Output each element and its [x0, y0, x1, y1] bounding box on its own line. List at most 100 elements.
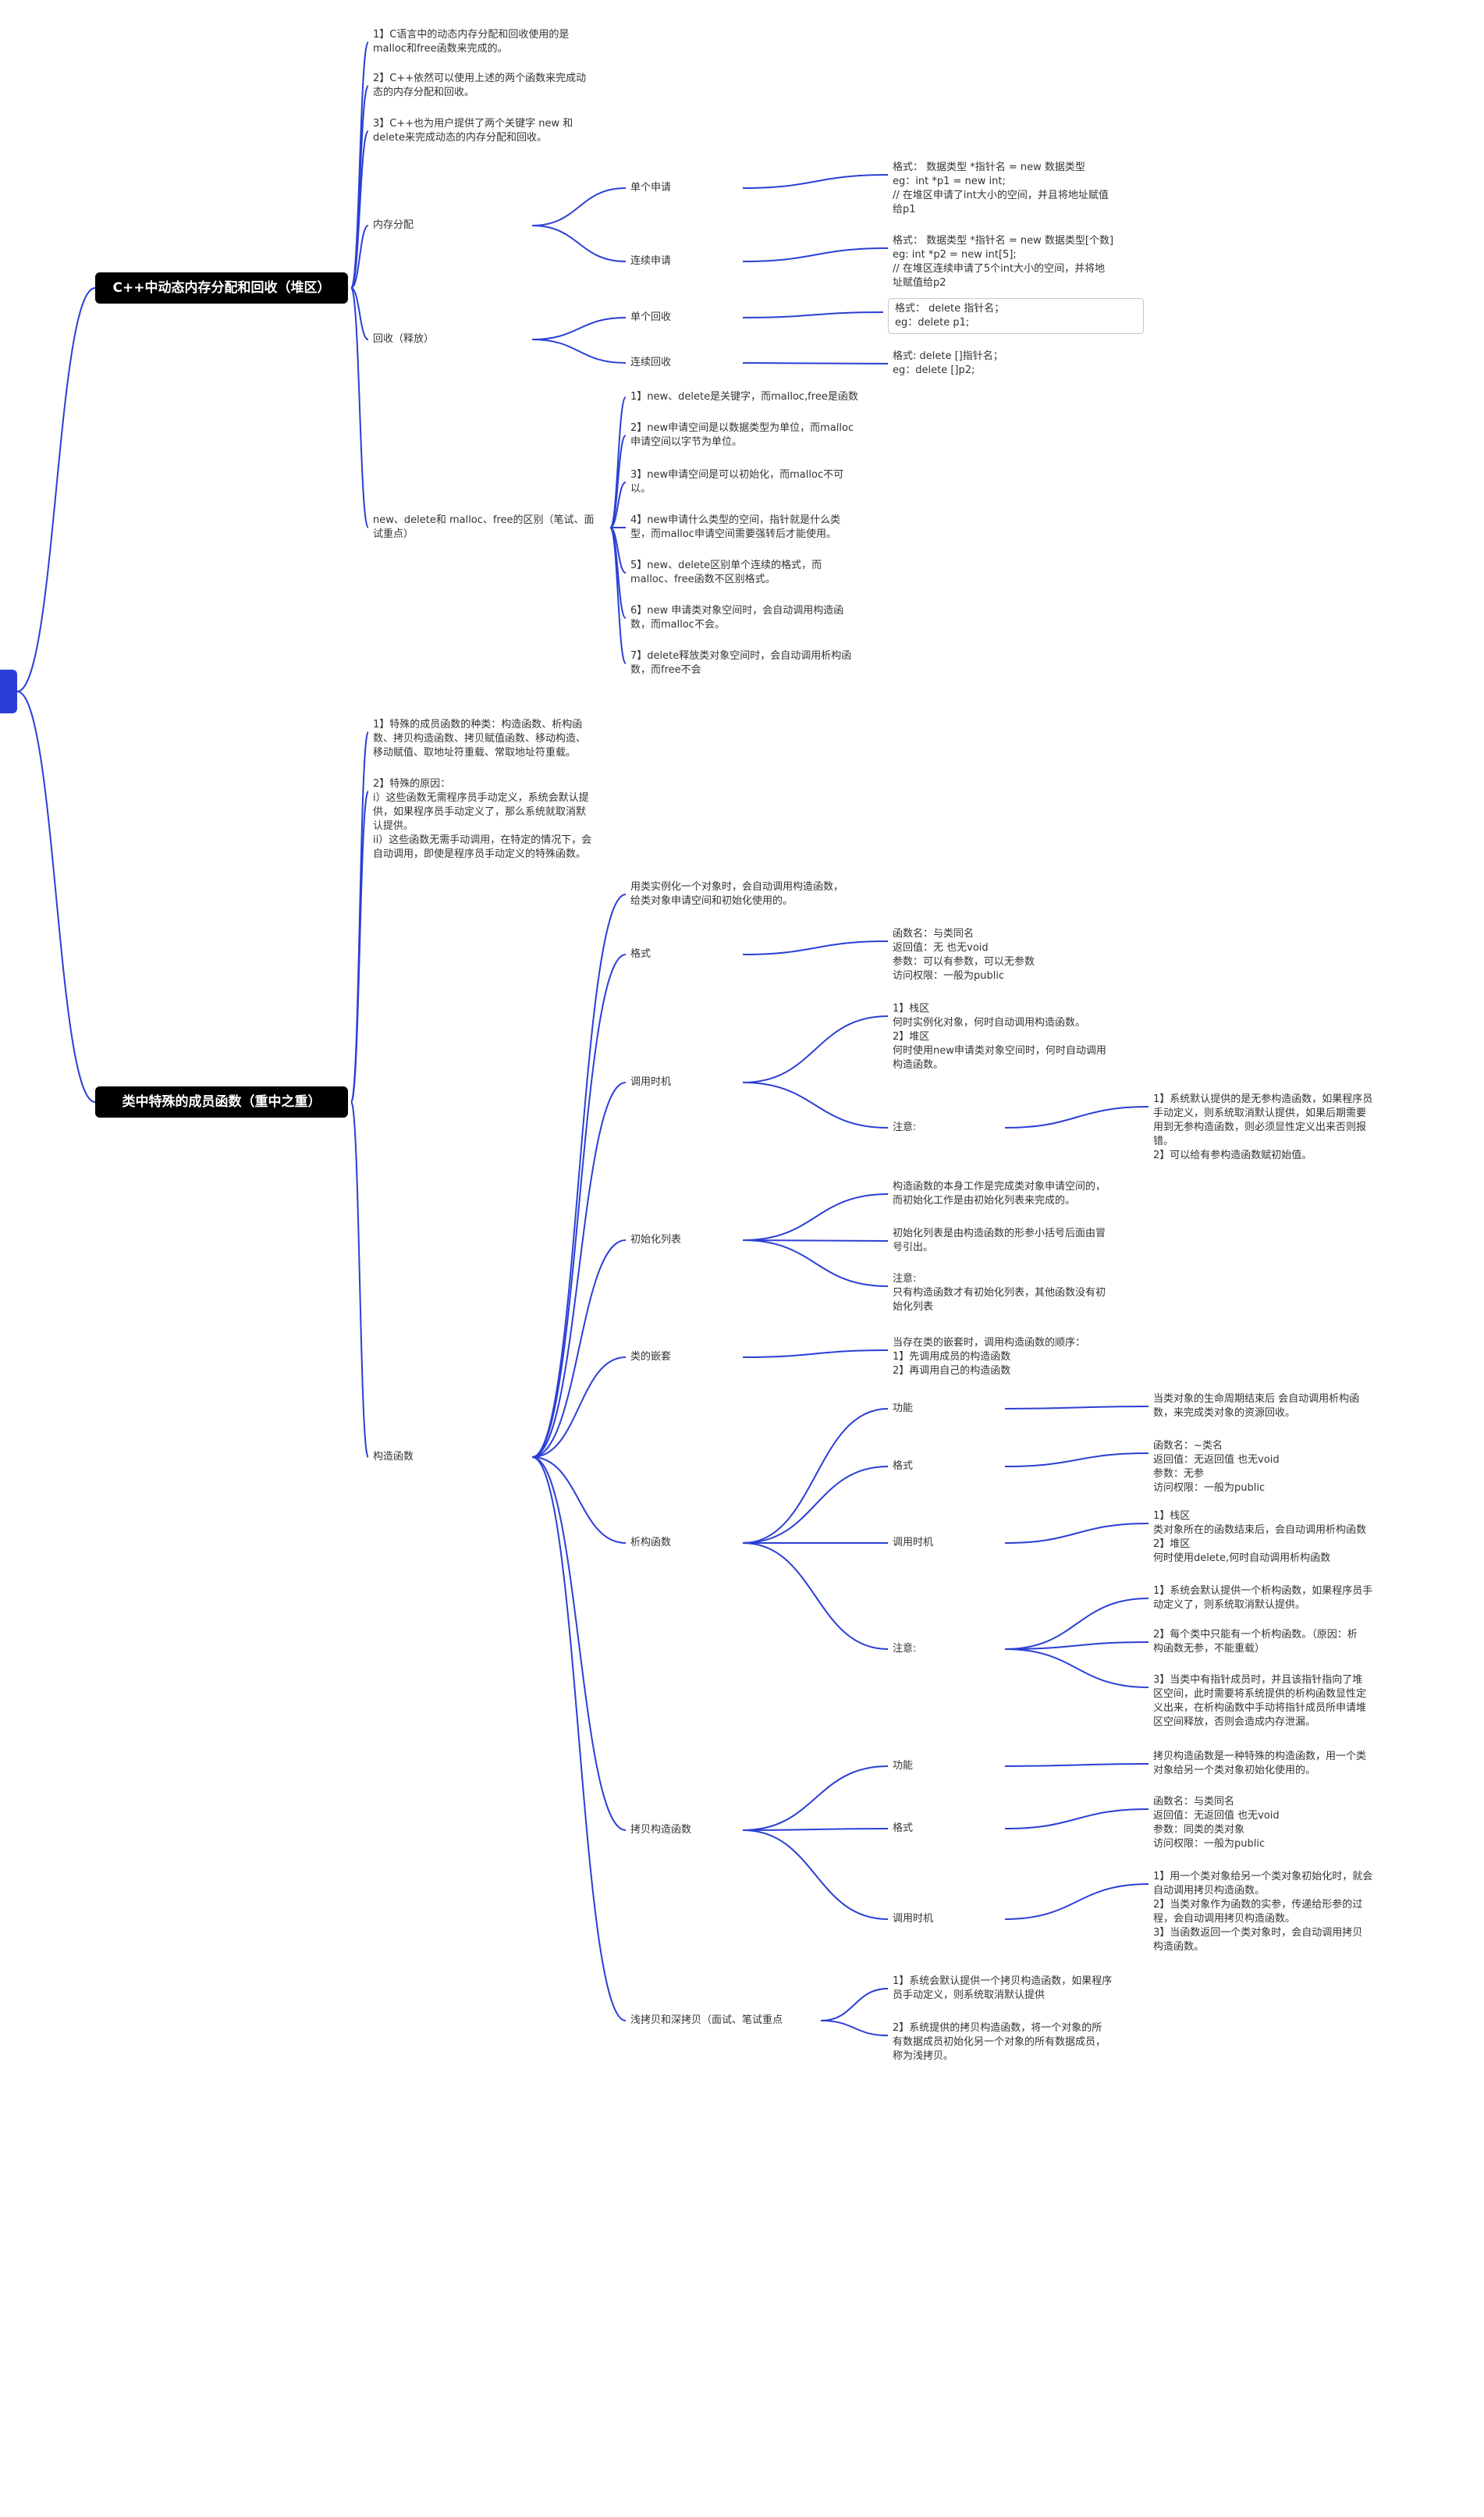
connector-line — [350, 130, 369, 289]
node-copy[interactable]: 拷贝构造函数 — [630, 1823, 740, 1837]
node-text-line: 数、拷贝构造函数、拷贝赋值函数、移动构造、 — [373, 733, 587, 745]
node-text-line: 构造函数。 — [1153, 1941, 1205, 1953]
connector-line — [531, 317, 627, 340]
node-d1[interactable]: 1】new、delete是关键字，而malloc,free是函数 — [630, 390, 872, 404]
node-sd[interactable]: 浅拷贝和深拷贝（面试、笔试重点 — [630, 2014, 818, 2028]
node-ctor-d[interactable]: 用类实例化一个对象时，会自动调用构造函数，给类对象申请空间和初始化使用的。 — [630, 880, 872, 908]
node-text-line: 1】系统会默认提供一个拷贝构造函数，如果程序 — [893, 1975, 1113, 1987]
node-dtor-note-2[interactable]: 2】每个类中只能有一个析构函数。（原因：析构函数无参，不能重载） — [1153, 1628, 1395, 1656]
node-fmt[interactable]: 格式 — [630, 947, 740, 962]
node-dtor-fmt[interactable]: 格式 — [893, 1459, 1002, 1474]
connector-line — [350, 791, 369, 1103]
node-s2[interactable]: 2】特殊的原因：i）这些函数无需程序员手动定义，系统会默认提供，如果程序员手动定… — [373, 777, 615, 862]
node-init-d3[interactable]: 注意:只有构造函数才有初始化列表，其他函数没有初始化列表 — [893, 1272, 1134, 1314]
node-dtor[interactable]: 析构函数 — [630, 1536, 740, 1550]
node-text-line: 试重点） — [373, 528, 414, 540]
node-text-line: 访问权限：一般为public — [1153, 1838, 1266, 1850]
node-d3[interactable]: 3】new申请空间是可以初始化，而malloc不可以。 — [630, 468, 872, 496]
node-sd-1[interactable]: 1】系统会默认提供一个拷贝构造函数，如果程序员手动定义，则系统取消默认提供 — [893, 1975, 1134, 2003]
connector-line — [609, 527, 627, 619]
node-call[interactable]: 调用时机 — [630, 1075, 740, 1090]
node-text-line: 类的嵌套 — [630, 1351, 672, 1363]
node-alloc-multi[interactable]: 连续申请 — [630, 254, 740, 268]
node-s1[interactable]: 1】特殊的成员函数的种类：构造函数、析构函数、拷贝构造函数、拷贝赋值函数、移动构… — [373, 718, 615, 760]
node-init-d1[interactable]: 构造函数的本身工作是完成类对象申请空间的，而初始化工作是由初始化列表来完成的。 — [893, 1180, 1134, 1208]
node-call-d1[interactable]: 1】栈区何时实例化对象，何时自动调用构造函数。2】堆区何时使用new申请类对象空… — [893, 1002, 1134, 1072]
node-dtor-note-3[interactable]: 3】当类中有指针成员时，并且该指针指向了堆区空间，此时需要将系统提供的析构函数显… — [1153, 1673, 1395, 1730]
node-copy-call[interactable]: 调用时机 — [893, 1912, 1002, 1926]
node-text-line: 1】栈区 — [893, 1003, 930, 1015]
node-alloc-single[interactable]: 单个申请 — [630, 181, 740, 195]
connector-line — [531, 1239, 627, 1458]
node-dtor-func-d[interactable]: 当类对象的生命周期结束后 会自动调用析构函数，来完成类对象的资源回收。 — [1153, 1392, 1395, 1420]
node-copy-func[interactable]: 功能 — [893, 1759, 1002, 1773]
node-text-line: malloc、free函数不区别格式。 — [630, 574, 776, 585]
node-copy-func-d[interactable]: 拷贝构造函数是一种特殊的构造函数，用一个类对象给另一个类对象初始化使用的。 — [1153, 1750, 1395, 1778]
node-init[interactable]: 初始化列表 — [630, 1233, 740, 1247]
node-copy-call-d[interactable]: 1】用一个类对象给另一个类对象初始化时，就会自动调用拷贝构造函数。2】当类对象作… — [1153, 1870, 1395, 1954]
node-diff[interactable]: new、delete和 malloc、free的区别（笔试、面试重点） — [373, 514, 607, 542]
node-free-multi[interactable]: 连续回收 — [630, 356, 740, 370]
node-text-line: 供，如果程序员手动定义了，那么系统就取消默 — [373, 806, 587, 818]
node-note[interactable]: 注意: — [893, 1121, 1002, 1135]
node-copy-fmt[interactable]: 格式 — [893, 1822, 1002, 1836]
node-text-line: 析构函数 — [630, 1537, 672, 1548]
node-dtor-note-1[interactable]: 1】系统会默认提供一个析构函数，如果程序员手动定义了，则系统取消默认提供。 — [1153, 1584, 1395, 1612]
connector-line — [742, 1239, 889, 1287]
node-text-line: 访问权限：一般为public — [1153, 1482, 1266, 1494]
node-text-line: 何时使用new申请类对象空间时，何时自动调用 — [893, 1045, 1106, 1057]
node-alloc-multi-d[interactable]: 格式： 数据类型 *指针名 = new 数据类型[个数]eg: int *p2 … — [893, 234, 1134, 290]
node-text-line: 区空间，此时需要将系统提供的析构函数显性定 — [1153, 1688, 1367, 1700]
node-ctor[interactable]: 构造函数 — [373, 1450, 529, 1464]
node-text-line: 区空间释放，否则会造成内存泄漏。 — [1153, 1716, 1316, 1728]
node-c2[interactable]: 2】C++依然可以使用上述的两个函数来完成动态的内存分配和回收。 — [373, 72, 607, 100]
topic-dynamic-memory[interactable]: C++中动态内存分配和回收（堆区） — [95, 272, 348, 304]
node-d7[interactable]: 7】delete释放类对象空间时，会自动调用析构函数，而free不会 — [630, 649, 872, 677]
node-text-line: 访问权限：一般为public — [893, 970, 1005, 982]
node-free-multi-d[interactable]: 格式: delete []指针名；eg：delete []p2; — [893, 350, 1134, 378]
node-d6[interactable]: 6】new 申请类对象空间时，会自动调用构造函数，而malloc不会。 — [630, 604, 872, 632]
node-free-single-d[interactable]: 格式： delete 指针名；eg：delete p1; — [888, 298, 1144, 334]
node-dtor-call[interactable]: 调用时机 — [893, 1536, 1002, 1550]
node-text-line: delete来完成动态的内存分配和回收。 — [373, 132, 547, 144]
connector-line — [609, 435, 627, 528]
node-dtor-note[interactable]: 注意: — [893, 1642, 1002, 1656]
node-init-d2[interactable]: 初始化列表是由构造函数的形参小括号后面由冒号引出。 — [893, 1227, 1134, 1255]
node-sd-2[interactable]: 2】系统提供的拷贝构造函数，将一个对象的所有数据成员初始化另一个对象的所有数据成… — [893, 2021, 1134, 2064]
connector-line — [350, 85, 369, 289]
node-text-line: 函数名：与类同名 — [893, 928, 975, 940]
node-note-d[interactable]: 1】系统默认提供的是无参构造函数，如果程序员手动定义，则系统取消默认提供，如果后… — [1153, 1093, 1395, 1163]
node-text-line: 用到无参构造函数，则必须显性定义出来否则报 — [1153, 1122, 1367, 1133]
node-dtor-func[interactable]: 功能 — [893, 1402, 1002, 1416]
node-nest[interactable]: 类的嵌套 — [630, 1350, 740, 1364]
node-alloc[interactable]: 内存分配 — [373, 219, 529, 233]
node-text-line: 有数据成员初始化另一个对象的所有数据成员， — [893, 2036, 1106, 2048]
topic-special-member-functions[interactable]: 类中特殊的成员函数（重中之重） — [95, 1086, 348, 1118]
node-text-line: 1】特殊的成员函数的种类：构造函数、析构函 — [373, 719, 583, 731]
node-text-line: 动定义了，则系统取消默认提供。 — [1153, 1599, 1306, 1611]
root-node[interactable] — [0, 670, 17, 713]
node-text-line: 返回值：无返回值 也无void — [1153, 1454, 1280, 1466]
node-text-line: 注意: — [893, 1643, 917, 1655]
node-text-line: 而初始化工作是由初始化列表来完成的。 — [893, 1195, 1076, 1207]
node-text-line: 调用时机 — [893, 1913, 934, 1925]
node-text-line: 态的内存分配和回收。 — [373, 87, 475, 98]
node-free[interactable]: 回收（释放） — [373, 332, 529, 347]
node-text-line: 认提供。 — [373, 820, 414, 832]
node-text-line: 1】系统会默认提供一个析构函数，如果程序员手 — [1153, 1585, 1373, 1597]
node-text-line: 型，而malloc申请空间需要强转后才能使用。 — [630, 528, 836, 540]
node-text-line: 2】系统提供的拷贝构造函数，将一个对象的所 — [893, 2022, 1102, 2034]
connector-line — [350, 225, 369, 289]
node-free-single[interactable]: 单个回收 — [630, 311, 740, 325]
node-d4[interactable]: 4】new申请什么类型的空间，指针就是什么类型，而malloc申请空间需要强转后… — [630, 514, 872, 542]
